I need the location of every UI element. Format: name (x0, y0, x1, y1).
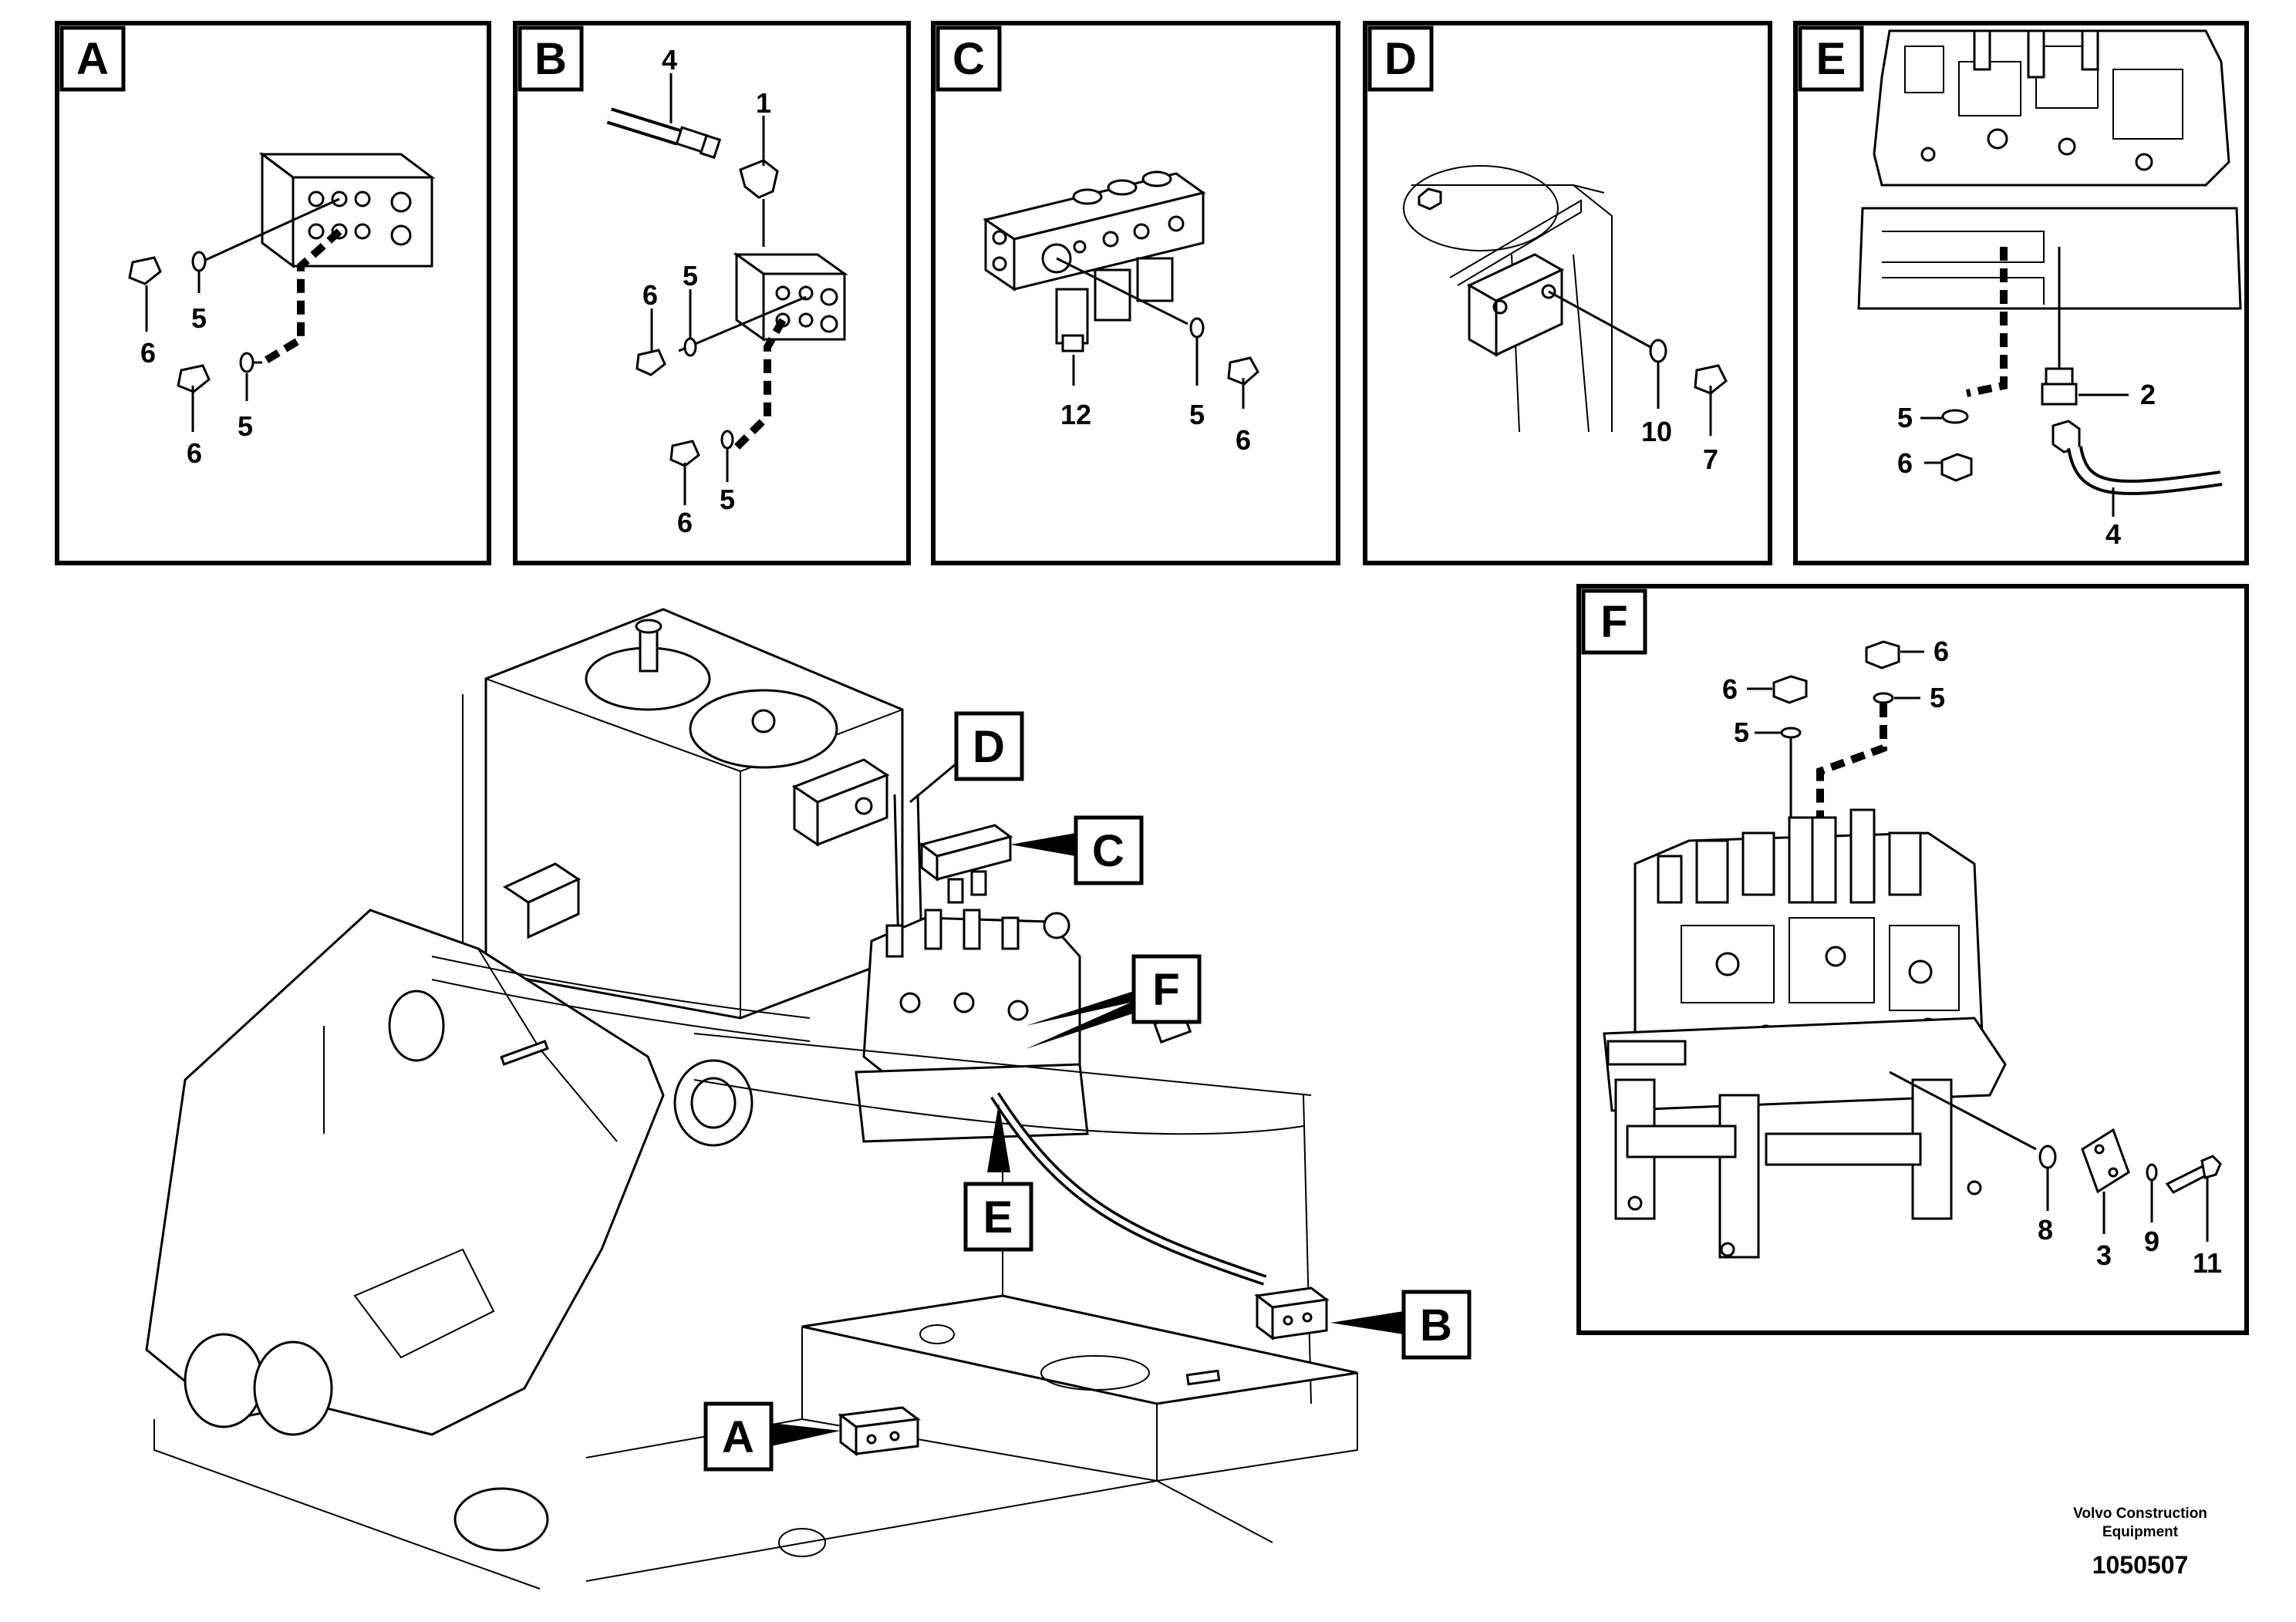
callout-c: C (1010, 815, 1144, 885)
manifold-block (838, 1406, 921, 1456)
plug-icon (636, 349, 666, 376)
svg-text:F: F (1152, 965, 1179, 1015)
part-number-label: 6 (1236, 424, 1251, 456)
part-number-label: 6 (140, 337, 156, 369)
plug-icon (669, 440, 700, 467)
panel-d-tag: D (1384, 34, 1417, 84)
panel-e-tag: E (1816, 34, 1846, 84)
hydraulic-tank (462, 608, 904, 1020)
svg-text:E: E (983, 1192, 1013, 1243)
main-assembly-view (145, 608, 1358, 1590)
control-valve-icon (1603, 808, 2007, 1259)
part-number-label: 5 (720, 484, 735, 515)
panel-c: C 12 5 6 (931, 21, 1340, 565)
tank-corner (1403, 165, 1613, 433)
part-number-label: 8 (2038, 1214, 2053, 1246)
part-number-label: 1 (756, 87, 771, 119)
hose-icon (606, 107, 722, 160)
brand-line-2: Equipment (2102, 1524, 2179, 1540)
fitting-icon (2041, 367, 2078, 406)
panel-b-tag: B (534, 34, 567, 84)
panel-d: D 10 7 (1363, 21, 1772, 565)
plug-icon (1694, 364, 1728, 395)
svg-text:C: C (1092, 826, 1124, 876)
cover-plate-icon (2081, 1128, 2130, 1194)
svg-text:B: B (1420, 1300, 1452, 1351)
callout-f: F (1026, 954, 1202, 1049)
part-number-label: 6 (642, 279, 658, 311)
callout-d: D (909, 711, 1024, 804)
panel-a-tag: A (76, 34, 109, 84)
part-number-label: 5 (1734, 717, 1749, 748)
plug-icon (1865, 640, 1900, 669)
callout-e: E (963, 1103, 1033, 1252)
part-number-label: 5 (1930, 682, 1945, 713)
panel-b: B 4 1 6 5 6 5 (513, 21, 911, 565)
part-number-label: 10 (1641, 416, 1672, 447)
part-number-label: 12 (1060, 399, 1091, 430)
port-block-d (791, 758, 923, 949)
bolt-icon (2165, 1155, 2222, 1194)
control-valve-icon (1857, 29, 2242, 310)
callout-a: A (703, 1401, 841, 1472)
brand-line-1: Volvo Construction (2073, 1506, 2207, 1522)
part-number-label: 5 (683, 260, 698, 292)
plug-icon (128, 256, 162, 285)
svg-text:D: D (973, 722, 1005, 772)
manifold-block (733, 252, 848, 342)
panel-a: A 6 5 6 5 (55, 21, 491, 565)
part-number-label: 6 (677, 507, 693, 538)
part-number-label: 6 (1897, 447, 1913, 479)
control-valve-icon (855, 909, 1089, 1143)
plug-icon (177, 364, 211, 393)
panel-c-tag: C (952, 34, 985, 84)
panel-f-tag: F (1600, 597, 1627, 647)
panel-e: E (1793, 21, 2249, 565)
footer: Volvo Construction Equipment 1050507 (2073, 1506, 2207, 1579)
part-number-label: 6 (1934, 636, 1949, 667)
part-number-label: 5 (1189, 399, 1205, 430)
solenoid-valve-block (983, 170, 1206, 352)
part-number-label: 11 (2193, 1247, 2222, 1279)
elbow-fitting-icon (739, 159, 779, 247)
part-number-label: 6 (187, 437, 202, 469)
callout-b: B (1330, 1290, 1472, 1360)
solenoid-valve-block (919, 824, 1013, 904)
part-number-label: 6 (1722, 673, 1738, 705)
plug-icon (1227, 356, 1259, 386)
part-number-label: 4 (2106, 518, 2121, 550)
part-number-label: 2 (2140, 379, 2156, 410)
boom-bracket (145, 909, 754, 1552)
manifold-block (258, 152, 436, 268)
part-number-label: 3 (2096, 1239, 2112, 1271)
hose-icon (990, 1092, 1267, 1286)
panel-f: F (1576, 584, 2249, 1335)
part-number-label: 7 (1703, 443, 1718, 475)
upper-frame (153, 956, 1358, 1590)
document-number: 1050507 (2092, 1551, 2189, 1579)
part-number-label: 5 (238, 410, 253, 442)
part-number-label: 4 (662, 44, 677, 76)
svg-text:A: A (722, 1412, 754, 1462)
plug-icon (1940, 453, 1973, 482)
switch-bracket (502, 862, 582, 939)
manifold-block (1254, 1286, 1330, 1340)
plug-icon (1772, 675, 1808, 704)
part-number-label: 5 (1897, 402, 1913, 433)
hose-icon (2052, 420, 2223, 495)
part-number-label: 5 (191, 302, 207, 334)
part-number-label: 9 (2144, 1226, 2159, 1257)
